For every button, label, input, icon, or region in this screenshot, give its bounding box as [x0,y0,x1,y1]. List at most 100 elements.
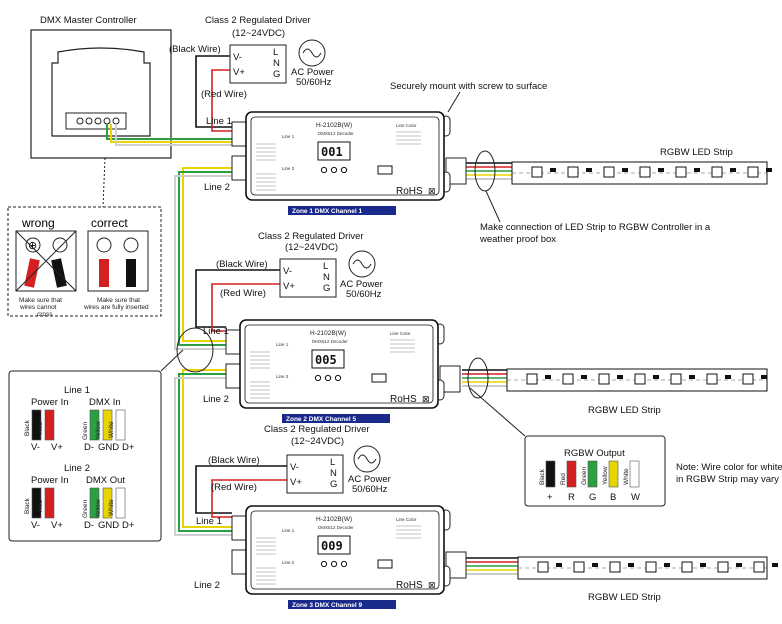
black-wire-label: (Black Wire) [169,44,221,55]
svg-text:G: G [330,479,337,490]
svg-text:V-: V- [290,462,299,473]
weee-icon: ⊠ [428,186,436,196]
svg-text:GND: GND [98,520,119,531]
svg-text:V-: V- [31,520,40,531]
svg-text:L: L [330,457,335,468]
black-wire [31,487,42,519]
svg-text:White: White [108,421,115,438]
svg-text:GND: GND [98,442,119,453]
svg-text:Line 1: Line 1 [203,326,229,337]
svg-text:Red: Red [560,473,567,485]
svg-text:Black: Black [539,468,546,485]
svg-text:Green: Green [82,422,89,440]
dmx-wiring [106,124,232,536]
red-wire [44,487,55,519]
master-title: DMX Master Controller [40,15,137,26]
svg-text:Class 2 Regulated Driver: Class 2 Regulated Driver [258,231,364,242]
connection-note-2: weather proof box [479,234,556,245]
svg-text:Line 1: Line 1 [282,134,295,139]
strip-label-2: RGBW LED Strip [588,405,661,416]
svg-text:(Red Wire): (Red Wire) [211,482,257,493]
svg-text:White: White [623,468,630,485]
svg-text:Line 2: Line 2 [64,463,90,474]
svg-text:cross: cross [37,311,53,318]
svg-text:D-: D- [84,442,94,453]
svg-text:AC Power: AC Power [340,279,383,290]
svg-text:Yellow: Yellow [95,499,102,518]
rgbw-output-title: RGBW Output [564,448,625,459]
led-strip-3 [517,556,778,580]
led-strips [506,161,778,580]
svg-text:V+: V+ [51,520,63,531]
svg-text:Line 1: Line 1 [276,342,289,347]
rgbw-terminal-label: R [568,492,575,503]
svg-text:D+: D+ [122,520,135,531]
svg-text:50/60Hz: 50/60Hz [352,484,388,495]
svg-text:Line 2: Line 2 [203,394,229,405]
channel-display: 005 [315,353,337,367]
yellow-wire [102,409,113,441]
rgbw-terminal-label: B [610,492,616,503]
driver-title: Class 2 Regulated Driver [205,15,311,26]
svg-text:L: L [323,261,328,272]
master-controller [30,29,172,159]
svg-text:Line 2: Line 2 [282,166,295,171]
green-wire [89,487,100,519]
svg-text:AC Power: AC Power [348,474,391,485]
svg-text:(12~24VDC): (12~24VDC) [285,242,338,253]
red-output-wire [566,460,577,488]
svg-text:V+: V+ [290,477,302,488]
weee-icon: ⊠ [422,394,430,404]
svg-text:(Black Wire): (Black Wire) [216,259,268,270]
svg-text:Black: Black [24,497,31,514]
svg-text:Line 2: Line 2 [282,560,295,565]
connection-note-1: Make connection of LED Strip to RGBW Con… [480,222,711,233]
svg-text:AC Power: AC Power [291,67,334,78]
driver-3: Class 2 Regulated Driver (12~24VDC) V- V… [208,424,391,495]
white-output-wire [629,460,640,488]
svg-text:50/60Hz: 50/60Hz [346,289,382,300]
svg-text:DMX In: DMX In [89,397,121,408]
wire-color-note-2: in RGBW Strip may vary [676,474,779,485]
svg-text:Red: Red [37,500,44,512]
black-output-wire [545,460,556,488]
svg-text:V+: V+ [51,442,63,453]
svg-text:Make sure that: Make sure that [97,297,140,304]
power-wiring [195,55,287,518]
rohs-mark: RoHS [390,394,417,405]
green-wire [89,409,100,441]
svg-text:Make sure that: Make sure that [19,297,62,304]
svg-text:Line Color: Line Color [396,517,417,522]
svg-text:Line 1: Line 1 [64,385,90,396]
driver-2: Class 2 Regulated Driver (12~24VDC) V- V… [216,231,383,300]
svg-text:Yellow: Yellow [602,466,609,485]
mount-note: Securely mount with screw to surface [390,81,547,92]
svg-text:L: L [273,47,278,58]
svg-text:Line 1: Line 1 [196,516,222,527]
svg-text:D-: D- [84,520,94,531]
svg-text:White: White [108,499,115,516]
svg-text:Line 2: Line 2 [204,182,230,193]
red-wire [44,409,55,441]
rgbw-terminal-label: W [631,492,640,503]
svg-text:Line Color: Line Color [396,123,417,128]
svg-text:(12~24VDC): (12~24VDC) [291,436,344,447]
white-wire [115,409,126,441]
svg-text:wires are fully inserted: wires are fully inserted [83,304,149,311]
red-wire-label: (Red Wire) [201,89,247,100]
svg-text:⊕: ⊕ [28,240,37,252]
decoder-model: H-2102B(W) [310,330,346,337]
zone-label: Zone 1 DMX Channel 1 [292,208,362,215]
svg-text:Yellow: Yellow [95,421,102,440]
svg-text:Line 1: Line 1 [282,528,295,533]
decoder-model: H-2102B(W) [316,516,352,523]
led-strip-1 [511,161,772,185]
svg-text:D+: D+ [122,442,135,453]
decoder-subtitle: DMX512 Decoder [312,339,348,344]
svg-text:(Black Wire): (Black Wire) [208,455,260,466]
